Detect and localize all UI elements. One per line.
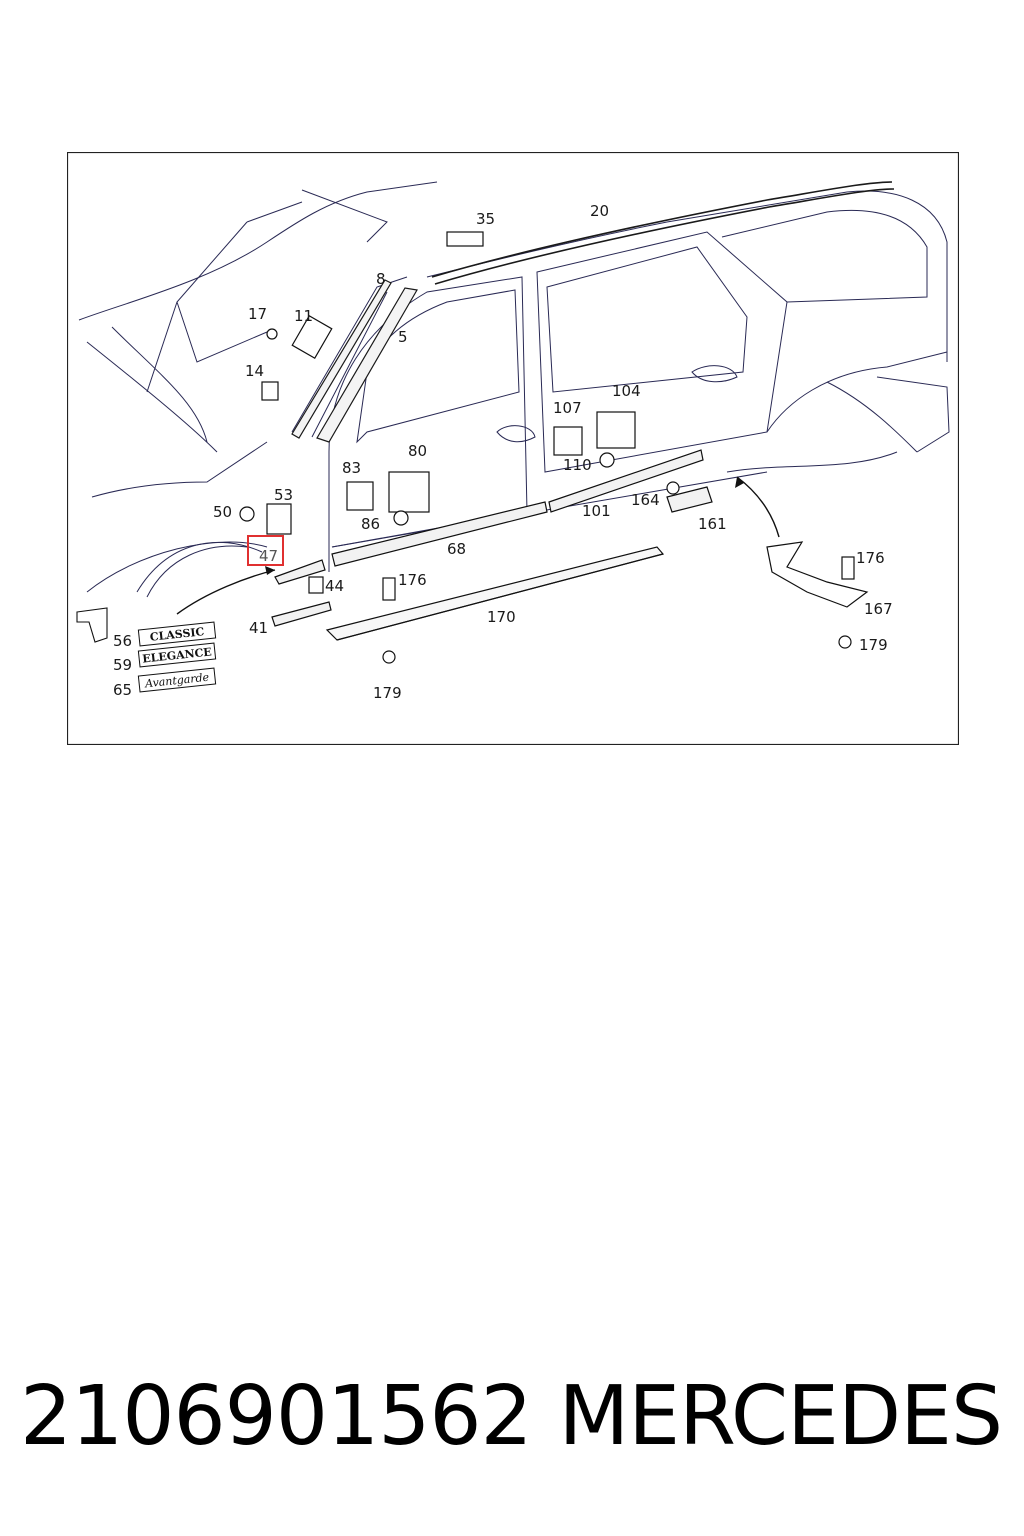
callout-68[interactable]: 68 — [447, 540, 466, 558]
part-11-shape — [291, 314, 333, 360]
part-number: 2106901562 — [20, 1369, 533, 1464]
callout-179-left[interactable]: 179 — [373, 684, 402, 702]
diagram-svg: CLASSIC ELEGANCE Avantgarde 35 20 8 17 1… — [67, 152, 959, 745]
callout-8[interactable]: 8 — [376, 270, 386, 288]
callout-101[interactable]: 101 — [582, 502, 611, 520]
callout-86[interactable]: 86 — [361, 515, 380, 533]
callout-179-right[interactable]: 179 — [859, 636, 888, 654]
highlight-box-47 — [247, 535, 284, 566]
part-80-shape — [388, 471, 430, 513]
badge-bracket — [76, 607, 108, 643]
callout-44[interactable]: 44 — [325, 577, 344, 595]
part-86-shape — [393, 510, 409, 526]
callout-176-left[interactable]: 176 — [398, 571, 427, 589]
elegance-badge — [137, 642, 217, 668]
footer: 2106901562 MERCEDES — [0, 1362, 1024, 1472]
part-167-shape — [766, 541, 869, 608]
part-83-shape — [346, 481, 374, 511]
arrows — [176, 476, 780, 615]
callout-65[interactable]: 65 — [113, 681, 132, 699]
callout-104[interactable]: 104 — [612, 382, 641, 400]
part-35-shape — [446, 231, 484, 247]
callout-80[interactable]: 80 — [408, 442, 427, 460]
callout-53[interactable]: 53 — [274, 486, 293, 504]
part-53-shape — [266, 503, 292, 535]
clips-fasteners — [239, 231, 869, 664]
callout-50[interactable]: 50 — [213, 503, 232, 521]
callout-170[interactable]: 170 — [487, 608, 516, 626]
classic-badge-text: CLASSIC — [149, 625, 205, 644]
callout-5[interactable]: 5 — [398, 328, 408, 346]
part-176a-shape — [382, 577, 396, 601]
callout-41[interactable]: 41 — [249, 619, 268, 637]
part-164-shape — [666, 481, 680, 495]
part-50-shape — [239, 506, 255, 522]
callout-167[interactable]: 167 — [864, 600, 893, 618]
callout-83[interactable]: 83 — [342, 459, 361, 477]
avantgarde-badge — [137, 667, 217, 693]
callout-11[interactable]: 11 — [294, 307, 313, 325]
callout-labels: 35 20 8 17 11 5 14 107 104 80 83 110 53 … — [113, 202, 893, 702]
callout-17[interactable]: 17 — [248, 305, 267, 323]
callout-161[interactable]: 161 — [698, 515, 727, 533]
part-110-shape — [599, 452, 615, 468]
side-mouldings — [271, 449, 713, 627]
sill-panel-170 — [325, 546, 665, 641]
callout-14[interactable]: 14 — [245, 362, 264, 380]
part-179b-shape — [838, 635, 852, 649]
part-104-shape — [596, 411, 636, 449]
pillar-trims — [291, 279, 418, 443]
part-44-shape — [308, 576, 324, 594]
roof-rail-drawing — [431, 181, 895, 285]
badges: CLASSIC ELEGANCE Avantgarde — [137, 621, 217, 693]
callout-47[interactable]: 47 — [259, 547, 278, 565]
part-179a-shape — [382, 650, 396, 664]
callout-56[interactable]: 56 — [113, 632, 132, 650]
parts-diagram: CLASSIC ELEGANCE Avantgarde 35 20 8 17 1… — [67, 152, 959, 745]
callout-59[interactable]: 59 — [113, 656, 132, 674]
callout-20[interactable]: 20 — [590, 202, 609, 220]
diagram-border — [67, 152, 959, 745]
callout-107[interactable]: 107 — [553, 399, 582, 417]
arrow-heads — [265, 477, 744, 575]
part-176b-shape — [841, 556, 855, 580]
part-14-shape — [261, 381, 279, 401]
callout-110[interactable]: 110 — [563, 456, 592, 474]
callout-35[interactable]: 35 — [476, 210, 495, 228]
brand-name: MERCEDES — [558, 1369, 1003, 1464]
part-17-shape — [266, 328, 278, 340]
part-107-shape — [553, 426, 583, 456]
callout-176-right[interactable]: 176 — [856, 549, 885, 567]
callout-164[interactable]: 164 — [631, 491, 660, 509]
classic-badge — [137, 621, 217, 647]
